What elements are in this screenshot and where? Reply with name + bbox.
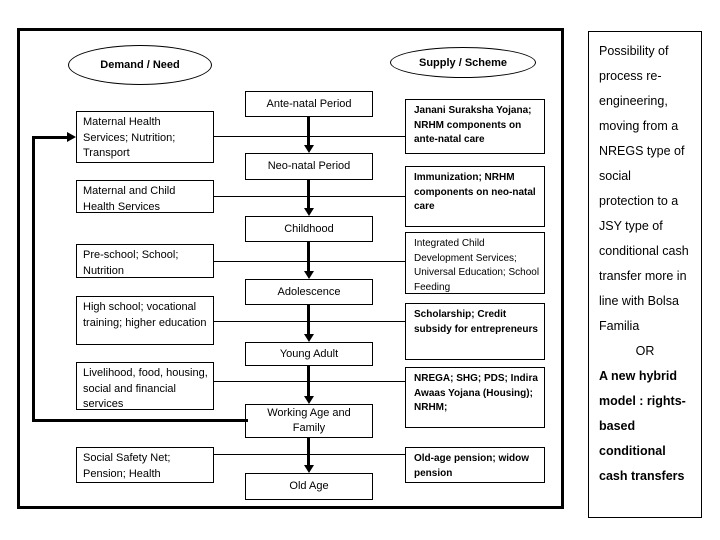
stage-box-old-age: Old Age	[245, 473, 373, 500]
supply-box-text: Immunization; NRHM components on neo-nat…	[414, 172, 536, 212]
sidebar-line: line with Bolsa	[599, 294, 679, 308]
sidebar-line: cash transfers	[599, 469, 685, 483]
demand-need-label: Demand / Need	[100, 59, 180, 71]
connector-line	[214, 381, 405, 382]
diagram-border	[17, 28, 564, 509]
connector-line	[214, 136, 405, 137]
demand-box-text: Maternal and Child Health Services	[83, 185, 176, 213]
stage-box-young-adult: Young Adult	[245, 342, 373, 366]
down-arrow-line	[307, 117, 310, 145]
stage-box-adolescence: Adolescence	[245, 279, 373, 305]
sidebar-line: Familia	[599, 319, 640, 333]
sidebar-line: engineering,	[599, 94, 668, 108]
down-arrow-line	[307, 180, 310, 208]
down-arrow-icon	[304, 145, 314, 153]
stage-label: Young Adult	[279, 347, 339, 360]
sidebar-line: social	[599, 169, 631, 183]
sidebar-line: conditional cash	[599, 244, 689, 258]
feedback-loop-top-line	[32, 136, 67, 139]
connector-line	[213, 454, 405, 455]
sidebar-line: model : rights-	[599, 394, 686, 408]
stage-box-ante-natal-period: Ante-natal Period	[245, 91, 373, 117]
down-arrow-icon	[304, 396, 314, 404]
demand-box-maternal-health-services: Maternal Health Services; Nutrition; Tra…	[76, 111, 214, 163]
demand-box-text: Livelihood, food, housing, social and fi…	[83, 367, 208, 410]
down-arrow-icon	[304, 465, 314, 473]
stage-label: Ante-natal Period	[266, 97, 352, 110]
supply-box-immunization: Immunization; NRHM components on neo-nat…	[405, 166, 545, 227]
demand-box-text: Social Safety Net; Pension; Health	[83, 452, 171, 480]
connector-line	[214, 321, 405, 322]
right-arrow-icon	[67, 132, 76, 142]
feedback-loop-vertical-line	[32, 136, 35, 422]
sidebar-note-text: Possibility of process re- engineering, …	[589, 39, 701, 489]
sidebar-line: JSY type of	[599, 219, 663, 233]
sidebar-line: process re-	[599, 69, 662, 83]
down-arrow-line	[307, 242, 310, 271]
sidebar-line: Possibility of	[599, 44, 669, 58]
connector-line	[214, 261, 405, 262]
supply-box-text: Janani Suraksha Yojana; NRHM components …	[414, 105, 532, 145]
supply-box-text: Scholarship; Credit subsidy for entrepre…	[414, 309, 538, 335]
demand-box-text: High school; vocational training; higher…	[83, 301, 207, 329]
stage-label: Adolescence	[277, 285, 341, 298]
stage-label: Working Age and Family	[267, 407, 351, 434]
supply-scheme-oval: Supply / Scheme	[390, 47, 536, 78]
stage-label: Childhood	[284, 222, 334, 235]
supply-box-old-age-pension: Old-age pension; widow pension	[405, 447, 545, 483]
supply-box-text: Old-age pension; widow pension	[414, 453, 529, 479]
demand-box-social-safety-net: Social Safety Net; Pension; Health	[76, 447, 214, 483]
demand-box-text: Maternal Health Services; Nutrition; Tra…	[83, 116, 176, 159]
sidebar-note: Possibility of process re- engineering, …	[588, 31, 702, 518]
down-arrow-line	[307, 438, 310, 465]
stage-box-childhood: Childhood	[245, 216, 373, 242]
down-arrow-icon	[304, 334, 314, 342]
supply-box-janani-suraksha-yojana: Janani Suraksha Yojana; NRHM components …	[405, 99, 545, 154]
sidebar-line-or: OR	[635, 344, 655, 358]
demand-box-livelihood: Livelihood, food, housing, social and fi…	[76, 362, 214, 410]
stage-box-neo-natal-period: Neo-natal Period	[245, 153, 373, 180]
sidebar-line: A new hybrid	[599, 369, 678, 383]
sidebar-line: conditional	[599, 444, 666, 458]
supply-scheme-label: Supply / Scheme	[418, 56, 508, 69]
stage-box-working-age-and-family: Working Age and Family	[245, 404, 373, 438]
sidebar-line: moving from a	[599, 119, 679, 133]
down-arrow-icon	[304, 208, 314, 216]
sidebar-line: protection to a	[599, 194, 679, 208]
demand-box-high-school: High school; vocational training; higher…	[76, 296, 214, 345]
feedback-loop-bottom-line	[32, 419, 248, 422]
supply-box-nrega-shg-pds: NREGA; SHG; PDS; Indira Awaas Yojana (Ho…	[405, 367, 545, 428]
demand-box-text: Pre-school; School; Nutrition	[83, 249, 179, 277]
demand-box-pre-school: Pre-school; School; Nutrition	[76, 244, 214, 278]
demand-box-maternal-and-child-health: Maternal and Child Health Services	[76, 180, 214, 213]
sidebar-line: transfer more in	[599, 269, 687, 283]
demand-need-oval: Demand / Need	[68, 45, 212, 85]
sidebar-line: NREGS type of	[599, 144, 685, 158]
sidebar-line: based	[599, 419, 636, 433]
down-arrow-line	[307, 305, 310, 334]
supply-box-text: NREGA; SHG; PDS; Indira Awaas Yojana (Ho…	[414, 373, 538, 413]
stage-label: Neo-natal Period	[267, 160, 351, 172]
supply-box-integrated-child-development: Integrated Child Development Services; U…	[405, 232, 545, 294]
down-arrow-icon	[304, 271, 314, 279]
connector-line	[214, 196, 405, 197]
supply-box-text: Integrated Child Development Services; U…	[414, 238, 540, 293]
stage-label: Old Age	[289, 480, 329, 492]
supply-box-scholarship-credit-subsidy: Scholarship; Credit subsidy for entrepre…	[405, 303, 545, 360]
